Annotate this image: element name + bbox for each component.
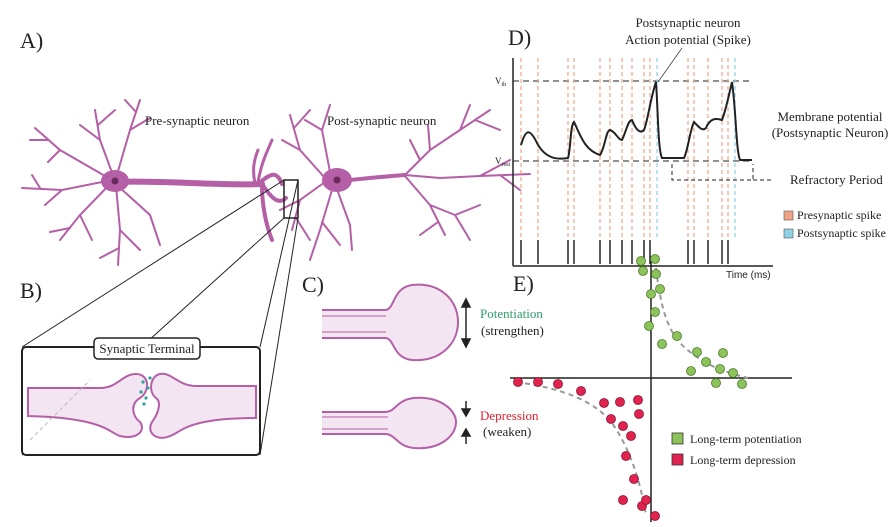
spike-axes — [512, 58, 773, 267]
ltp-point — [646, 289, 656, 299]
ltp-point — [701, 357, 711, 367]
ltp-point — [672, 331, 682, 341]
post-neuron-label: Post-synaptic neuron — [327, 113, 437, 128]
ltp-fit-curve — [655, 267, 749, 379]
ltd-point — [553, 379, 563, 389]
ltp-point — [650, 307, 660, 317]
ltd-point — [629, 474, 639, 484]
panel-d-label: D) — [508, 25, 531, 50]
potentiation-note: (strengthen) — [481, 323, 544, 338]
zoom-box — [283, 179, 299, 219]
ltd-point — [533, 377, 543, 387]
ltp-point — [657, 339, 667, 349]
ltp-points — [636, 254, 747, 389]
potentiation-spine — [322, 283, 460, 362]
ltd-point — [599, 398, 609, 408]
ltd-point — [641, 495, 651, 505]
panel-e-label: E) — [513, 271, 534, 296]
pre-dendrites — [21, 99, 161, 266]
panel-b-label: B) — [20, 278, 42, 303]
ltd-point — [626, 431, 636, 441]
depression-note: (weaken) — [483, 424, 531, 439]
presynaptic-neuron — [21, 99, 288, 266]
ltd-legend-swatch — [671, 453, 684, 466]
potentiation-arrow — [460, 297, 472, 349]
post-nucleus — [333, 176, 341, 184]
spike-raster — [520, 240, 729, 264]
ltp-point — [655, 284, 665, 294]
ltp-point — [692, 347, 702, 357]
ltp-point — [650, 254, 660, 264]
pre-nucleus — [111, 177, 119, 185]
membrane-label-line1: Membrane potential — [777, 109, 882, 124]
ltp-point — [737, 379, 747, 389]
synapse-drawing — [27, 372, 257, 441]
depression-spine — [322, 396, 458, 450]
depression-arrows — [460, 401, 472, 444]
ltd-points — [513, 377, 660, 521]
membrane-potential-trace — [520, 81, 752, 161]
ltd-point — [576, 386, 586, 396]
ltd-point — [615, 397, 625, 407]
ltp-point — [715, 364, 725, 374]
spike-title-line1: Postsynaptic neuron — [635, 15, 741, 30]
ltp-point — [718, 348, 728, 358]
ltd-point — [634, 409, 644, 419]
refractory-markers — [671, 164, 772, 181]
ltp-point — [686, 366, 696, 376]
ltp-point — [636, 256, 646, 266]
membrane-label-line2: (Postsynaptic Neuron) — [772, 125, 889, 140]
panel-c-label: C) — [302, 272, 324, 297]
ltp-legend-swatch — [671, 432, 684, 445]
refractory-label: Refractory Period — [790, 172, 883, 187]
panel-a-label: A) — [20, 28, 43, 53]
ltp-point — [711, 378, 721, 388]
ltd-fit-curve — [515, 381, 647, 516]
ltd-legend-label: Long-term depression — [690, 453, 796, 467]
postsynaptic-legend-swatch — [783, 228, 794, 239]
spike-event-lines — [520, 58, 736, 238]
v-rest-label: Vrest — [495, 156, 510, 168]
ltp-point — [651, 269, 661, 279]
potentiation-label: Potentiation — [480, 306, 543, 321]
depression-label: Depression — [480, 408, 539, 423]
ltd-point — [621, 451, 631, 461]
ltd-point — [513, 377, 523, 387]
ltd-point — [606, 414, 616, 424]
presynaptic-legend-swatch — [783, 210, 794, 221]
ltd-point — [618, 421, 628, 431]
ltd-point — [650, 511, 660, 521]
ltp-point — [728, 368, 738, 378]
ltp-point — [638, 266, 648, 276]
time-axis-label: Time (ms) — [726, 270, 771, 281]
synaptic-terminal-label: Synaptic Terminal — [99, 341, 195, 356]
ltp-legend-label: Long-term potentiation — [690, 432, 802, 446]
synaptic-terminal-tag — [93, 337, 201, 360]
postsynaptic-legend-label: Postsynaptic spike — [797, 226, 886, 240]
ltd-point — [633, 395, 643, 405]
postsynaptic-neuron — [279, 104, 531, 261]
pre-neuron-label: Pre-synaptic neuron — [145, 113, 250, 128]
presynaptic-legend-label: Presynaptic spike — [797, 208, 881, 222]
ltd-point — [618, 495, 628, 505]
v-threshold-label: Vth — [495, 76, 506, 88]
spike-callout-line — [657, 47, 683, 83]
spike-title-line2: Action potential (Spike) — [625, 32, 751, 47]
ltp-point — [644, 321, 654, 331]
